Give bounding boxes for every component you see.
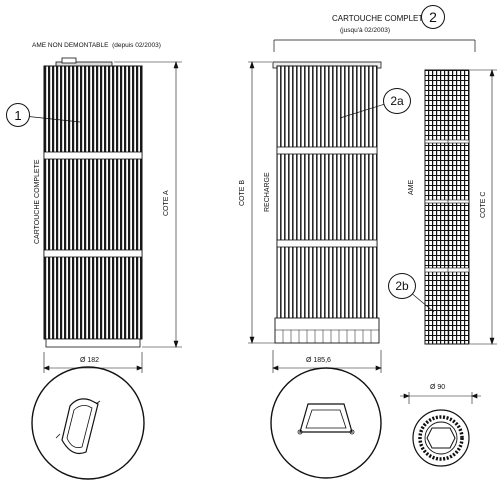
label-dia-90: Ø 90 [430,384,446,391]
cote-b-dimension [248,61,275,344]
callout-2: 2 [421,5,445,29]
label-cote-a: COTE A [163,190,170,216]
label-cote-c: COTE C [480,191,487,218]
callout-2a: 2a [383,88,411,114]
cote-c-dimension [470,69,497,345]
core-ame [409,69,470,345]
label-cote-b: COTE B [239,179,246,206]
callout-1: 1 [6,103,30,127]
label-ame-non-demontable: AME NON DEMONTABLE (depuis 02/2003) [32,42,161,50]
label-jusqu: (jusqu'à 02/2003) [340,27,391,34]
depuis-text: (depuis 02/2003) [112,42,161,49]
top-view-core [412,409,470,467]
callout-2b: 2b [388,273,416,299]
label-ame: AME [408,179,415,195]
cote-a-dimension [114,61,182,348]
dim-182 [43,352,143,373]
top-view-2 [270,367,382,479]
label-dia-185: Ø 185,6 [306,357,331,364]
cartouche-complete-bracket [273,39,476,52]
top-view-1 [31,366,145,480]
dim-90 [400,392,481,404]
ame-non-demontable-text: AME NON DEMONTABLE [32,42,109,49]
label-cartouche-complete-top: CARTOUCHE COMPLETE [332,14,429,23]
label-cartouche-complete-side: CARTOUCHE COMPLETE [34,159,41,244]
cartridge-2a [272,61,386,344]
label-recharge: RECHARGE [264,172,271,212]
label-dia-182: Ø 182 [80,357,100,364]
cartridge-1 [23,57,143,348]
